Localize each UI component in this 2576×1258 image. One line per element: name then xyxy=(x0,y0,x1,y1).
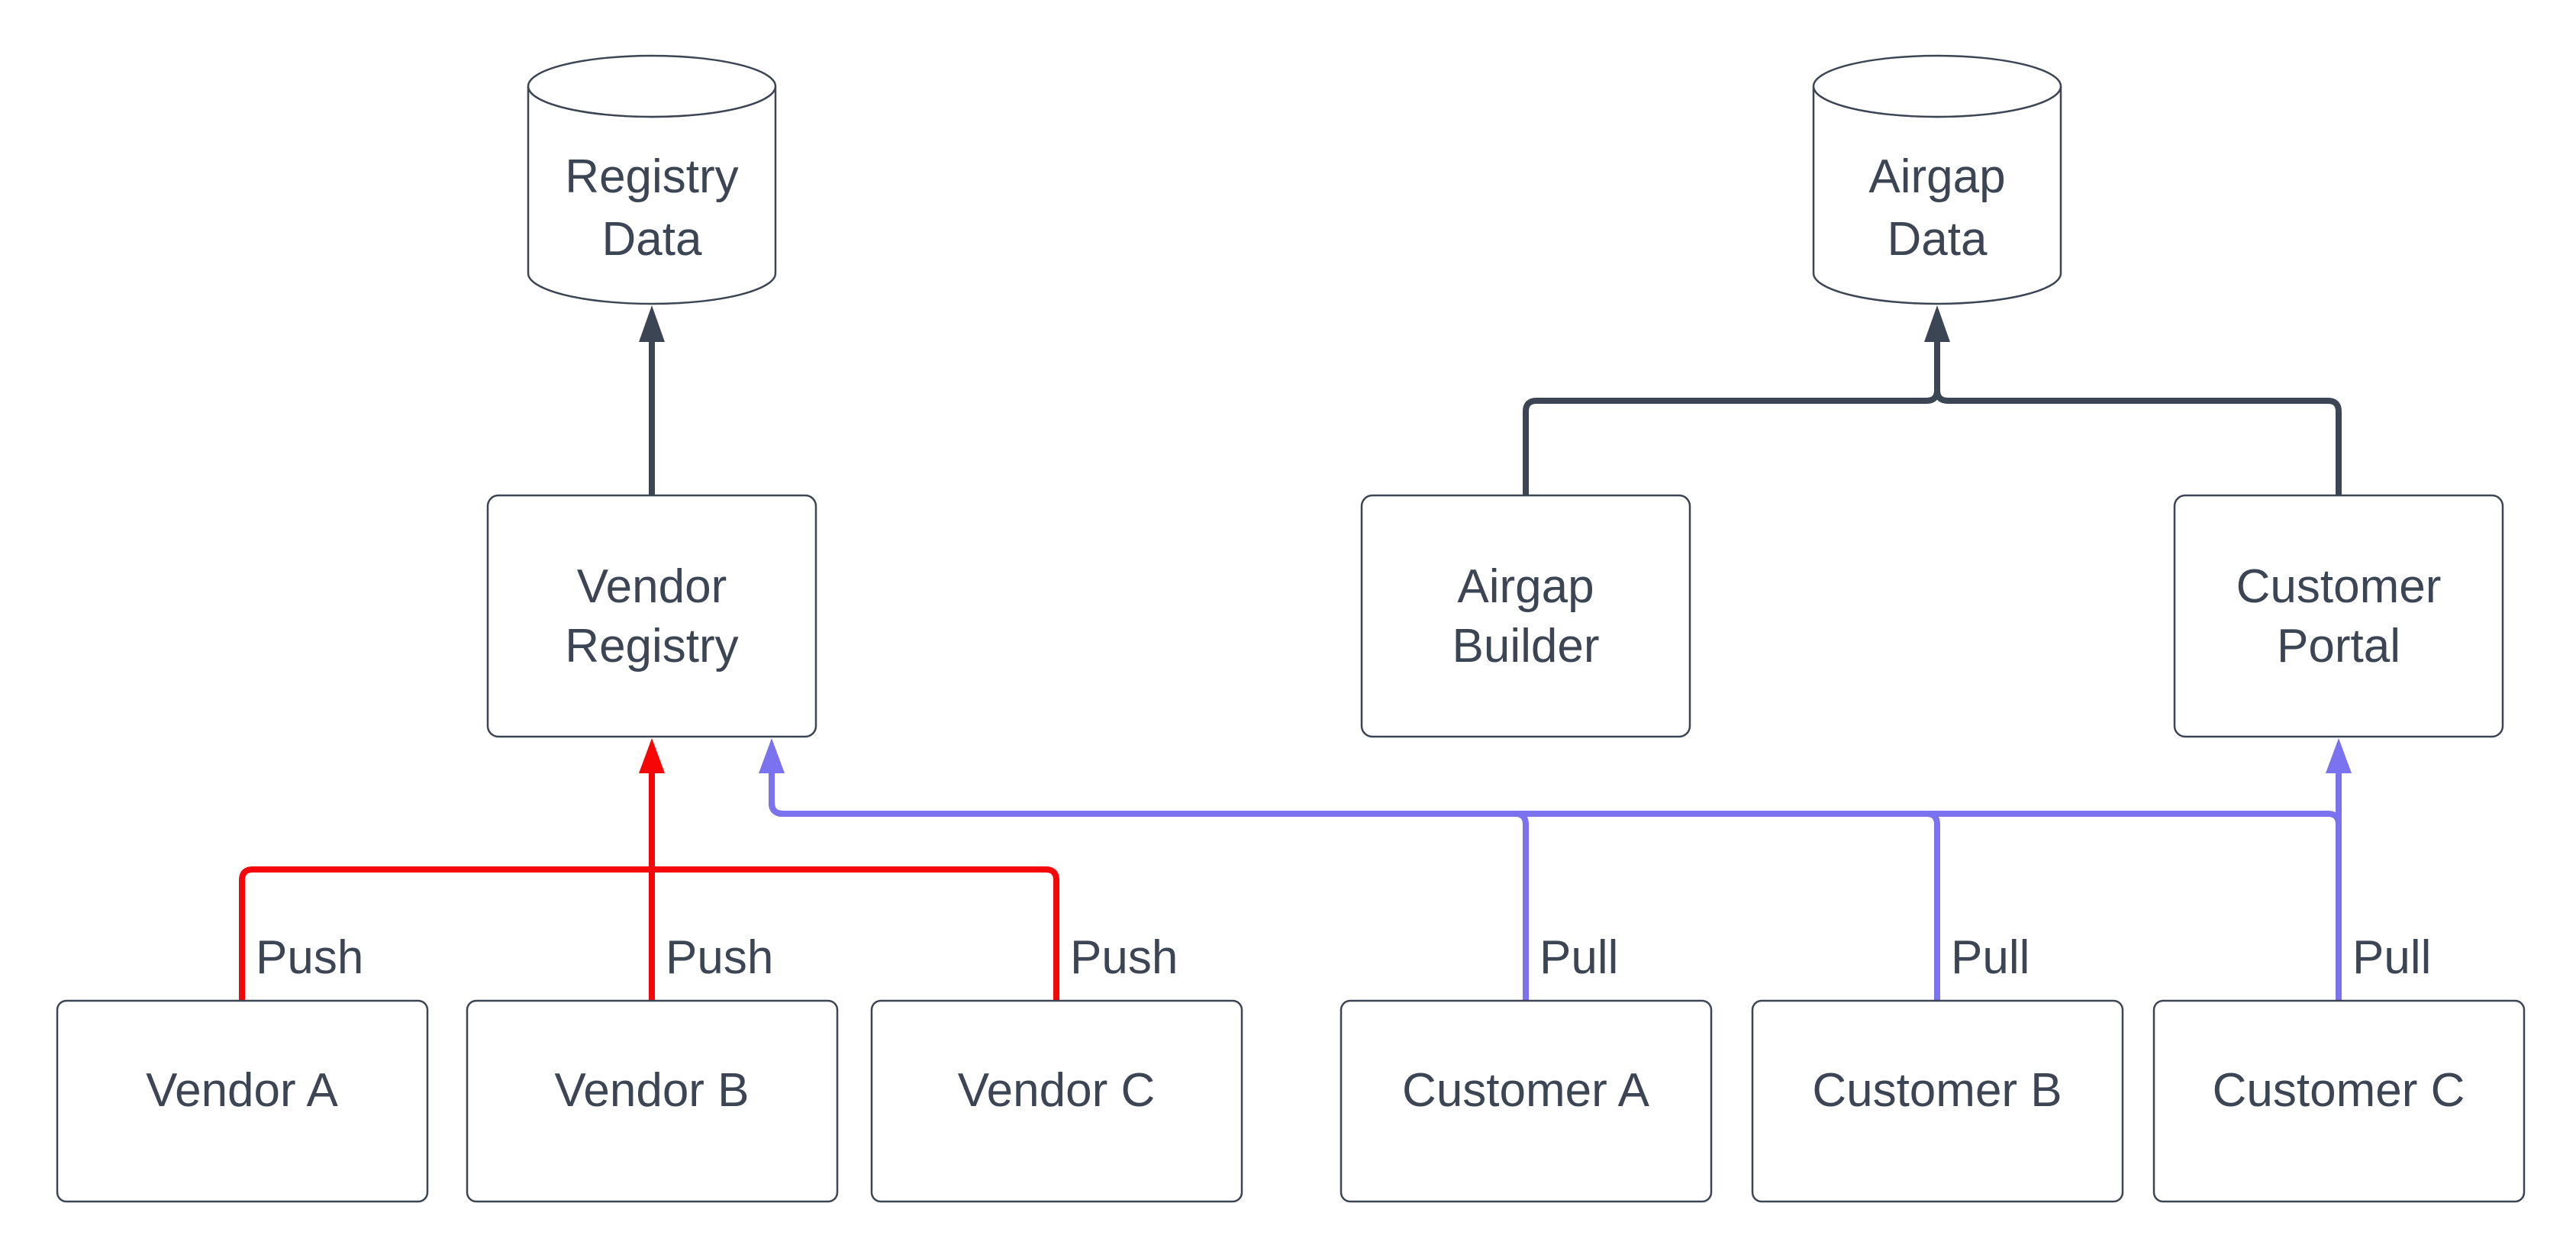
vendor-b-label: Vendor B xyxy=(554,1064,749,1117)
airgap-builder-label-line2: Builder xyxy=(1452,620,1600,673)
pull-label-customer-b: Pull xyxy=(1951,931,2030,984)
customer-portal-label-line2: Portal xyxy=(2277,620,2400,673)
vendor-b-box xyxy=(466,999,839,1203)
customer-b-box xyxy=(1751,999,2124,1203)
pull-label-customer-a: Pull xyxy=(1539,931,1618,984)
edge-customer-b-pull xyxy=(769,773,1940,1001)
push-label-vendor-a: Push xyxy=(256,931,363,984)
customer-c-label: Customer C xyxy=(2213,1064,2465,1117)
node-registry-data: Registry Data xyxy=(527,54,777,305)
airgap-data-cylinder-top xyxy=(1812,54,2062,118)
node-customer-b: Customer B xyxy=(1751,999,2124,1203)
airgap-builder-box xyxy=(1360,494,1691,738)
customer-c-box xyxy=(2152,999,2526,1203)
edge-group-pull xyxy=(759,738,2352,1001)
arrowhead-into-airgap-data xyxy=(1924,305,1950,342)
vendor-registry-label-line2: Registry xyxy=(565,620,738,673)
push-label-vendor-b: Push xyxy=(666,931,773,984)
edge-group-push xyxy=(239,738,1059,1001)
customer-portal-box xyxy=(2173,494,2504,738)
node-customer-portal: Customer Portal xyxy=(2173,494,2504,738)
arrowhead-pull-into-customer-portal xyxy=(2326,738,2352,773)
vendor-a-box xyxy=(56,999,429,1203)
node-vendor-registry: Vendor Registry xyxy=(486,494,817,738)
node-customer-a: Customer A xyxy=(1340,999,1713,1203)
registry-data-label-line1: Registry xyxy=(565,150,738,203)
push-label-vendor-c: Push xyxy=(1070,931,1178,984)
vendor-registry-box xyxy=(486,494,817,738)
airgap-data-label-line2: Data xyxy=(1888,213,1988,266)
pull-label-customer-c: Pull xyxy=(2352,931,2431,984)
registry-data-label-line2: Data xyxy=(602,213,702,266)
node-vendor-a: Vendor A xyxy=(56,999,429,1203)
customer-a-box xyxy=(1340,999,1713,1203)
vendor-c-label: Vendor C xyxy=(958,1064,1156,1117)
customer-a-label: Customer A xyxy=(1402,1064,1650,1117)
vendor-c-box xyxy=(870,999,1243,1203)
node-vendor-c: Vendor C xyxy=(870,999,1243,1203)
edge-customer-portal-to-airgap-data xyxy=(1934,342,2342,495)
edge-group-flow xyxy=(639,305,2342,495)
airgap-data-label-line1: Airgap xyxy=(1868,150,2005,203)
node-airgap-data: Airgap Data xyxy=(1812,54,2062,305)
edge-airgap-builder-to-airgap-data xyxy=(1523,342,1940,495)
customer-portal-label-line1: Customer xyxy=(2236,560,2442,613)
vendor-a-label: Vendor A xyxy=(146,1064,338,1117)
arrowhead-into-registry-data xyxy=(639,305,665,342)
edge-labels: Push Push Push Pull Pull Pull xyxy=(256,931,2431,984)
arrowhead-pull-into-vendor-registry xyxy=(759,738,785,773)
edge-vendor-c-push xyxy=(652,866,1059,1001)
registry-data-cylinder-top xyxy=(527,54,777,118)
airgap-builder-label-line1: Airgap xyxy=(1457,560,1594,613)
node-airgap-builder: Airgap Builder xyxy=(1360,494,1691,738)
node-customer-c: Customer C xyxy=(2152,999,2526,1203)
customer-b-label: Customer B xyxy=(1812,1064,2062,1117)
arrowhead-push-into-vendor-registry xyxy=(639,738,665,773)
node-vendor-b: Vendor B xyxy=(466,999,839,1203)
vendor-registry-label-line1: Vendor xyxy=(577,560,727,613)
edge-vendor-a-push xyxy=(239,866,652,1001)
